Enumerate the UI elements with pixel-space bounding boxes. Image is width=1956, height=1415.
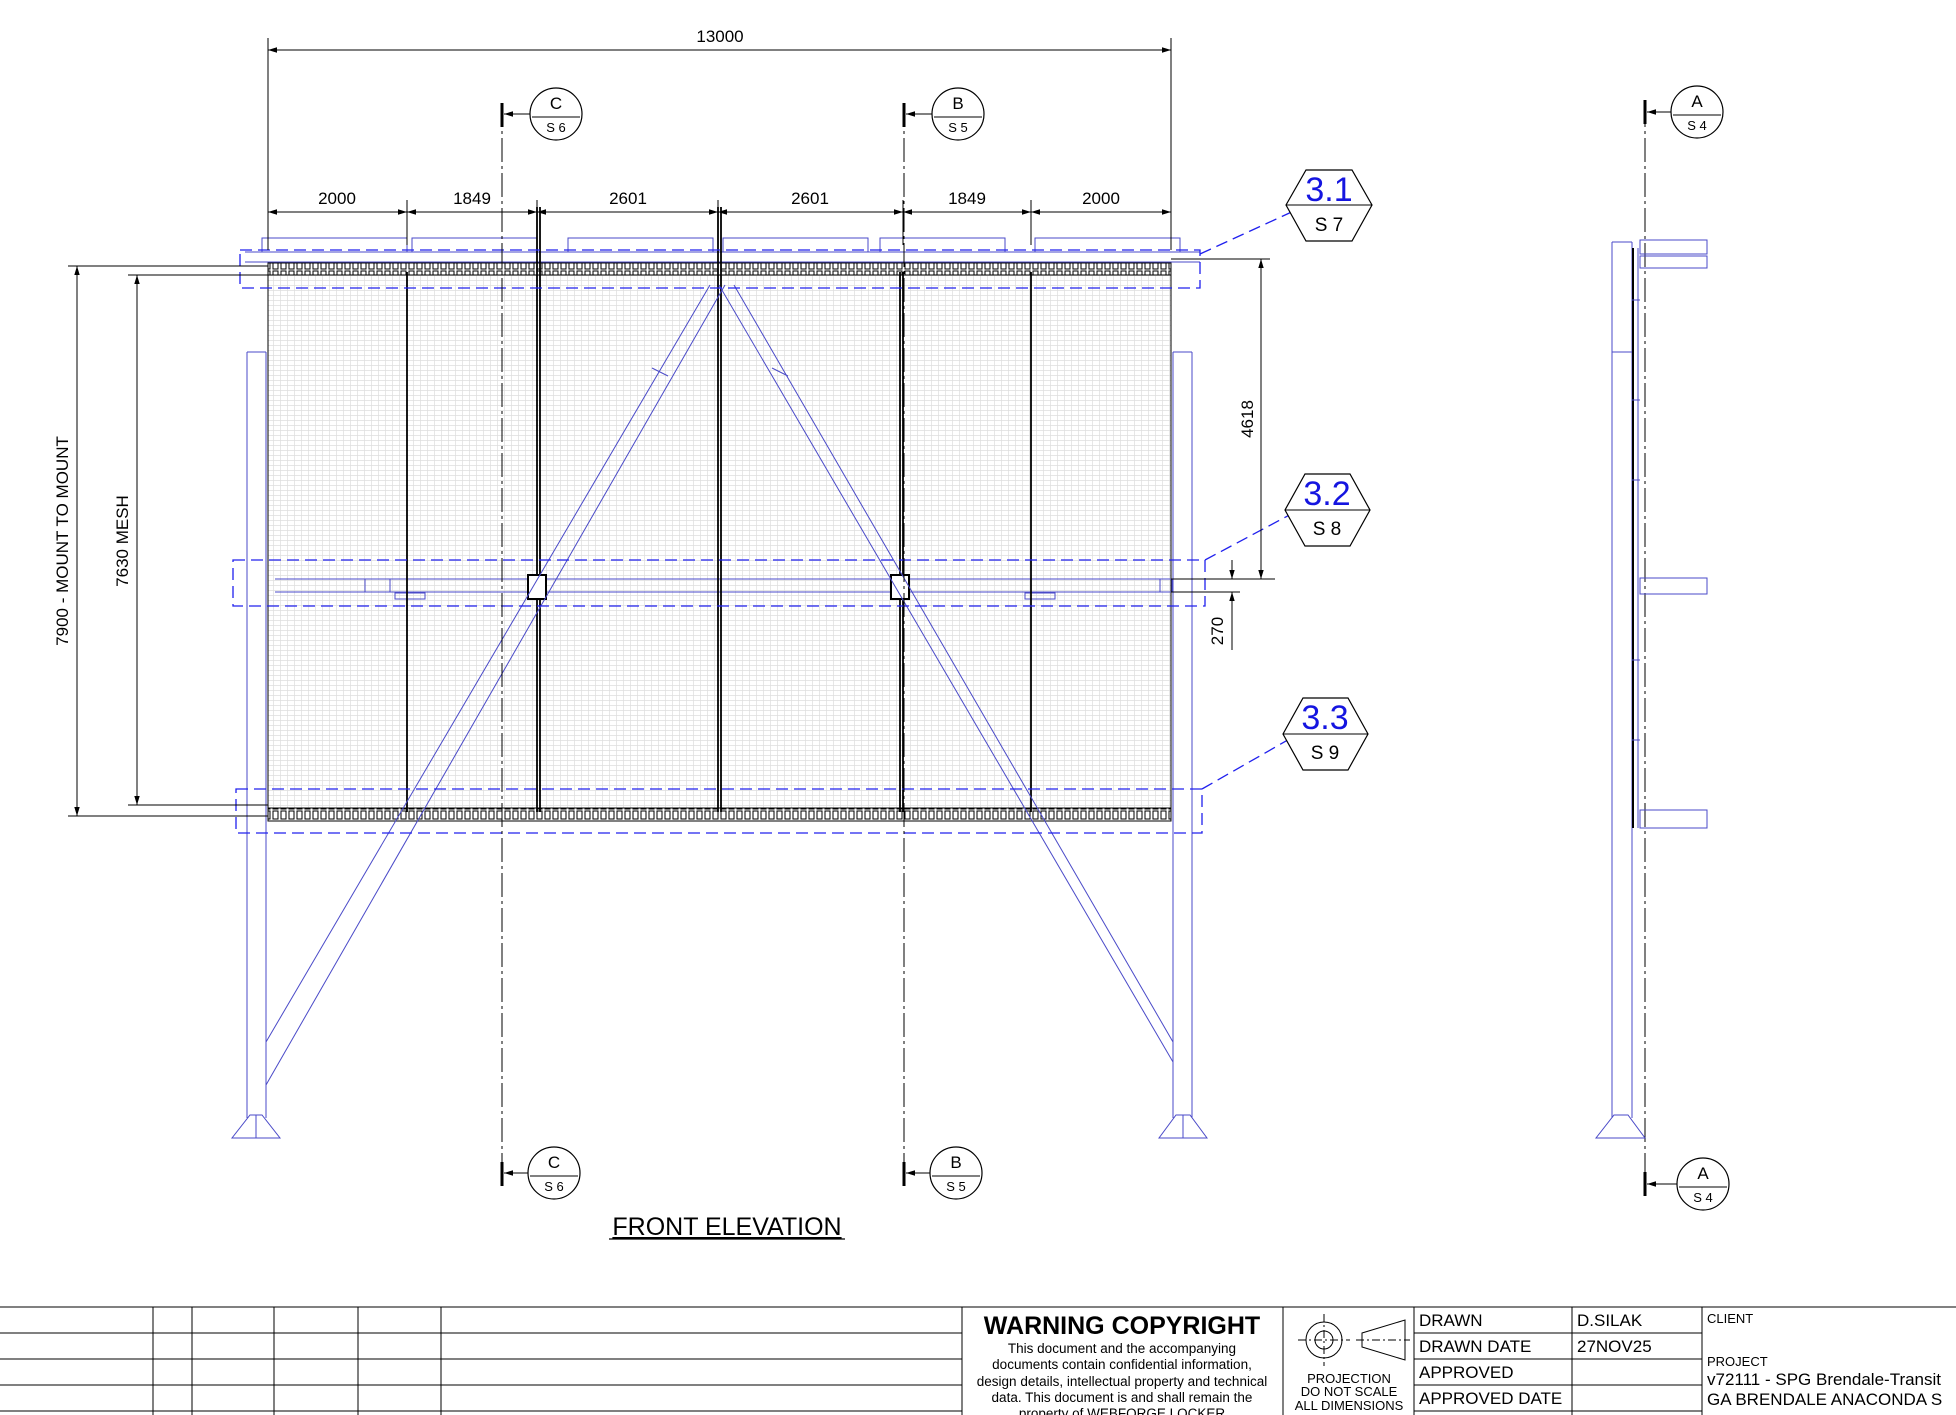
approved-date-label: APPROVED DATE [1419,1389,1562,1408]
dimension-labels: 13000 2000 1849 2601 2601 1849 2000 7900… [53,27,1257,646]
view-title: FRONT ELEVATION [612,1213,841,1241]
svg-text:S 6: S 6 [544,1179,564,1194]
top-rail [267,262,1172,276]
overall-dim-text: 13000 [696,27,743,46]
project-line-2: GA BRENDALE ANACONDA S [1707,1390,1942,1409]
svg-text:3.2: 3.2 [1303,475,1350,513]
svg-text:S 7: S 7 [1315,215,1344,236]
svg-text:S 4: S 4 [1687,118,1707,133]
svg-text:A: A [1697,1164,1709,1183]
section-marker-a-bottom: A S 4 [1643,1157,1730,1211]
svg-text:3.3: 3.3 [1301,699,1348,737]
project-line-1: v72111 - SPG Brendale-Transit [1707,1370,1941,1389]
warning-line: documents contain confidential informati… [992,1357,1252,1372]
bay-dim-text: 1849 [453,189,491,208]
mesh-dim-text: 7630 MESH [113,495,132,587]
drawn-label: DRAWN [1419,1311,1483,1330]
svg-text:S 6: S 6 [546,120,566,135]
bay-dim-text: 2601 [609,189,647,208]
drawn-date-label: DRAWN DATE [1419,1337,1531,1356]
client-label: CLIENT [1707,1311,1753,1326]
mount-dim-text: 7900 - MOUNT TO MOUNT [53,436,72,646]
svg-text:B: B [952,94,963,113]
projection-text: PROJECTION [1307,1371,1391,1386]
warning-line: data. This document is and shall remain … [992,1390,1253,1405]
title-block [0,1306,1956,1415]
svg-text:S 5: S 5 [946,1179,966,1194]
section-marker-c-bottom: C S 6 [500,1146,581,1200]
top-cap-plates [245,237,1200,263]
bay-dim-text: 2000 [318,189,356,208]
svg-text:C: C [550,94,562,113]
projection-symbol [1298,1314,1410,1366]
title-block-text: WARNING COPYRIGHT This document and the … [977,1311,1942,1415]
section-centrelines [501,103,1646,1195]
columns [230,351,1208,1139]
warning-line: This document and the accompanying [1008,1341,1236,1356]
section-marker-c-top: C S 6 [500,87,583,141]
svg-text:S 8: S 8 [1313,519,1342,540]
svg-text:S 4: S 4 [1693,1190,1713,1205]
front-elevation [230,103,1646,1195]
diagonal-bracing [265,284,1174,1086]
svg-text:A: A [1691,92,1703,111]
section-marker-b-bottom: B S 5 [902,1146,983,1200]
detail-callout-3-2: 3.2 S 8 [1284,473,1371,547]
mid-dim-text: 4618 [1238,400,1257,438]
side-view [1594,239,1708,1139]
section-marker-a-top: A S 4 [1643,85,1724,139]
mullions [406,207,1032,812]
projection-text: DO NOT SCALE [1301,1384,1398,1399]
bay-dim-text: 2601 [791,189,829,208]
svg-text:S 5: S 5 [948,120,968,135]
drawn-value: D.SILAK [1577,1311,1643,1330]
svg-text:S 9: S 9 [1311,743,1340,764]
bottom-rail [267,807,1172,822]
warning-line: design details, intellectual property an… [977,1374,1267,1389]
project-label: PROJECT [1707,1354,1768,1369]
detail-callout-3-3: 3.3 S 9 [1282,697,1369,771]
svg-text:B: B [950,1153,961,1172]
detail-callouts: 3.1 S 7 3.2 S 8 3.3 S 9 [1282,169,1373,771]
mesh-panel [267,271,1172,813]
warning-title: WARNING COPYRIGHT [984,1312,1260,1340]
offset-dim-text: 270 [1208,617,1227,645]
section-marker-b-top: B S 5 [902,87,985,141]
drawn-date-value: 27NOV25 [1577,1337,1652,1356]
detail-boxes [232,209,1297,834]
warning-line: property of WEBFORGE LOCKER [1019,1406,1226,1415]
section-markers: C S 6 B S 5 A S 4 C S 6 [500,85,1730,1211]
approved-label: APPROVED [1419,1363,1513,1382]
bay-dim-text: 1849 [948,189,986,208]
svg-text:3.1: 3.1 [1305,171,1352,209]
svg-text:C: C [548,1153,560,1172]
detail-callout-3-1: 3.1 S 7 [1285,169,1373,242]
dimensions [68,38,1275,817]
projection-text: ALL DIMENSIONS [1295,1398,1404,1413]
bay-dim-text: 2000 [1082,189,1120,208]
